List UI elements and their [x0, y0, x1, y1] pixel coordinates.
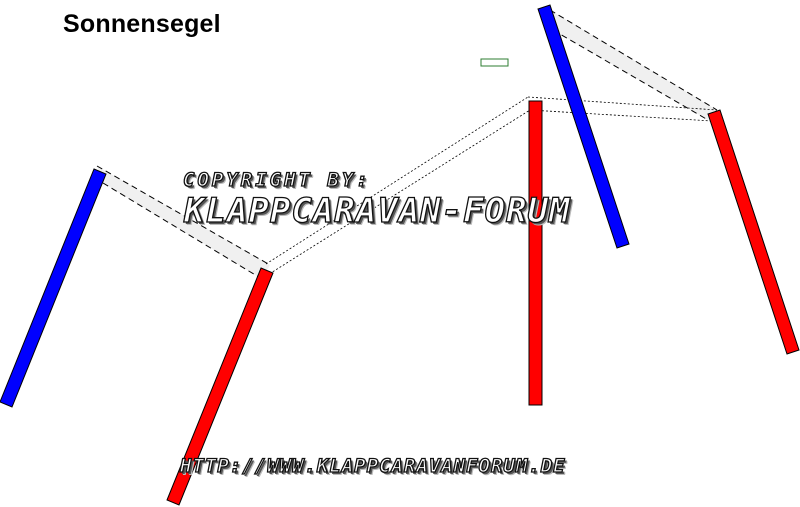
- watermark-copyright: COPYRIGHT BY:: [182, 168, 371, 191]
- pole-blue-right: [537, 4, 630, 249]
- left-sail-strip: [97, 166, 270, 279]
- green-marker: [480, 58, 509, 67]
- left-sail-edge-top: [96, 165, 271, 266]
- connector-right-bottom: [529, 109, 713, 122]
- watermark-url: HTTP://WWW.KLAPPCARAVANFORUM.DE: [179, 454, 566, 477]
- pole-red-center: [528, 100, 543, 406]
- connector-right-top: [527, 96, 718, 111]
- pole-red-right: [707, 109, 800, 355]
- page-title: Sonnensegel: [63, 10, 221, 38]
- watermark-forum-name: KLAPPCARAVAN-FORUM: [183, 190, 571, 231]
- pole-blue-left: [0, 168, 107, 408]
- right-sail-edge-top: [549, 9, 718, 111]
- pole-red-left: [166, 267, 274, 506]
- left-sail-edge-bottom: [102, 182, 263, 280]
- right-sail-strip: [550, 10, 717, 120]
